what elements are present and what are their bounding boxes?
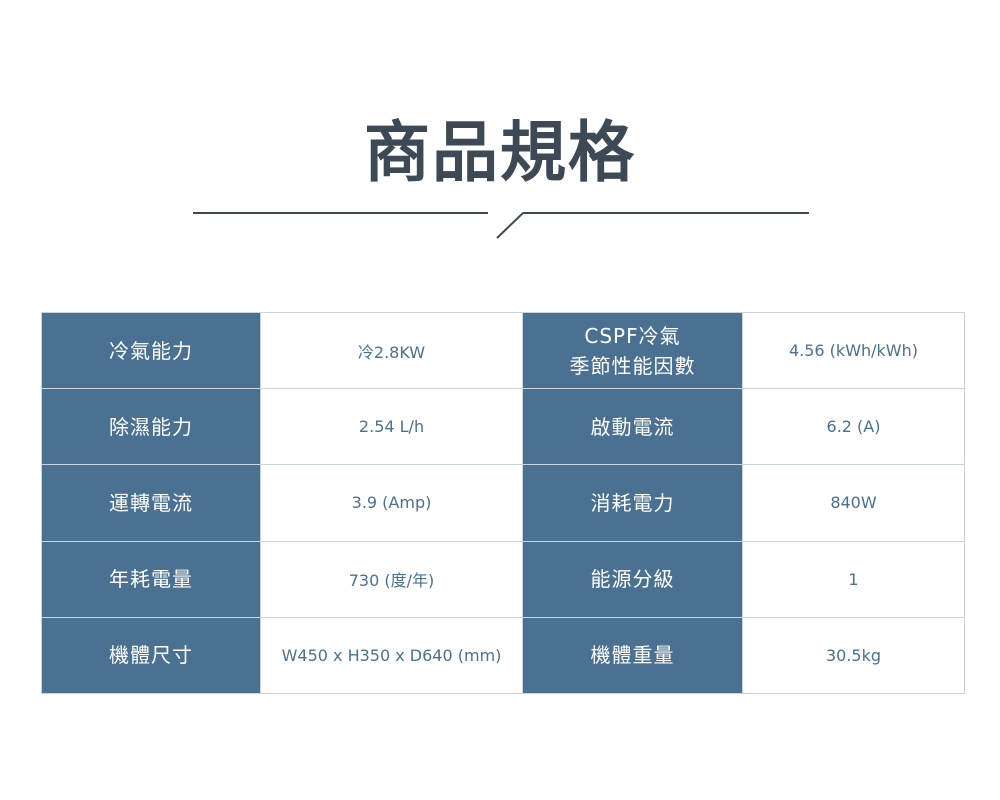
spec-label-weight: 機體重量	[522, 616, 743, 695]
spec-label-cspf-line1: CSPF冷氣	[584, 323, 681, 348]
spec-label-power-consumption: 消耗電力	[522, 464, 743, 542]
spec-value-dehumidify: 2.54 L/h	[260, 388, 523, 466]
table-row: 除濕能力 2.54 L/h 啟動電流 6.2 (A)	[41, 388, 965, 466]
spec-label-cspf-line2: 季節性能因數	[569, 353, 696, 378]
spec-value-running-current: 3.9 (Amp)	[260, 464, 523, 542]
title-divider	[193, 212, 809, 239]
spec-value-start-current: 6.2 (A)	[742, 388, 965, 466]
spec-label-energy-grade: 能源分級	[522, 540, 743, 618]
spec-value-energy-grade: 1	[742, 540, 965, 618]
spec-label-dehumidify: 除濕能力	[41, 388, 261, 466]
spec-label-annual-energy: 年耗電量	[41, 540, 261, 618]
spec-value-annual-energy: 730 (度/年)	[260, 540, 523, 618]
spec-label-start-current: 啟動電流	[522, 388, 743, 466]
page-title: 商品規格	[364, 114, 636, 191]
table-row: 年耗電量 730 (度/年) 能源分級 1	[41, 540, 965, 618]
spec-value-cspf: 4.56 (kWh/kWh)	[742, 311, 965, 390]
table-row: 冷氣能力 冷2.8KW CSPF冷氣 季節性能因數 4.56 (kWh/kWh)	[41, 311, 965, 390]
spec-label-dimensions: 機體尺寸	[41, 616, 261, 695]
table-row: 機體尺寸 W450 x H350 x D640 (mm) 機體重量 30.5kg	[41, 616, 965, 695]
table-row: 運轉電流 3.9 (Amp) 消耗電力 840W	[41, 464, 965, 542]
spec-value-cooling-capacity: 冷2.8KW	[260, 311, 523, 390]
spec-value-dimensions: W450 x H350 x D640 (mm)	[260, 616, 523, 695]
spec-value-power-consumption: 840W	[742, 464, 965, 542]
spec-label-cooling-capacity: 冷氣能力	[41, 311, 261, 390]
spec-label-cspf: CSPF冷氣 季節性能因數	[522, 311, 743, 390]
spec-table: 冷氣能力 冷2.8KW CSPF冷氣 季節性能因數 4.56 (kWh/kWh)…	[41, 311, 965, 695]
spec-label-running-current: 運轉電流	[41, 464, 261, 542]
spec-value-weight: 30.5kg	[742, 616, 965, 695]
